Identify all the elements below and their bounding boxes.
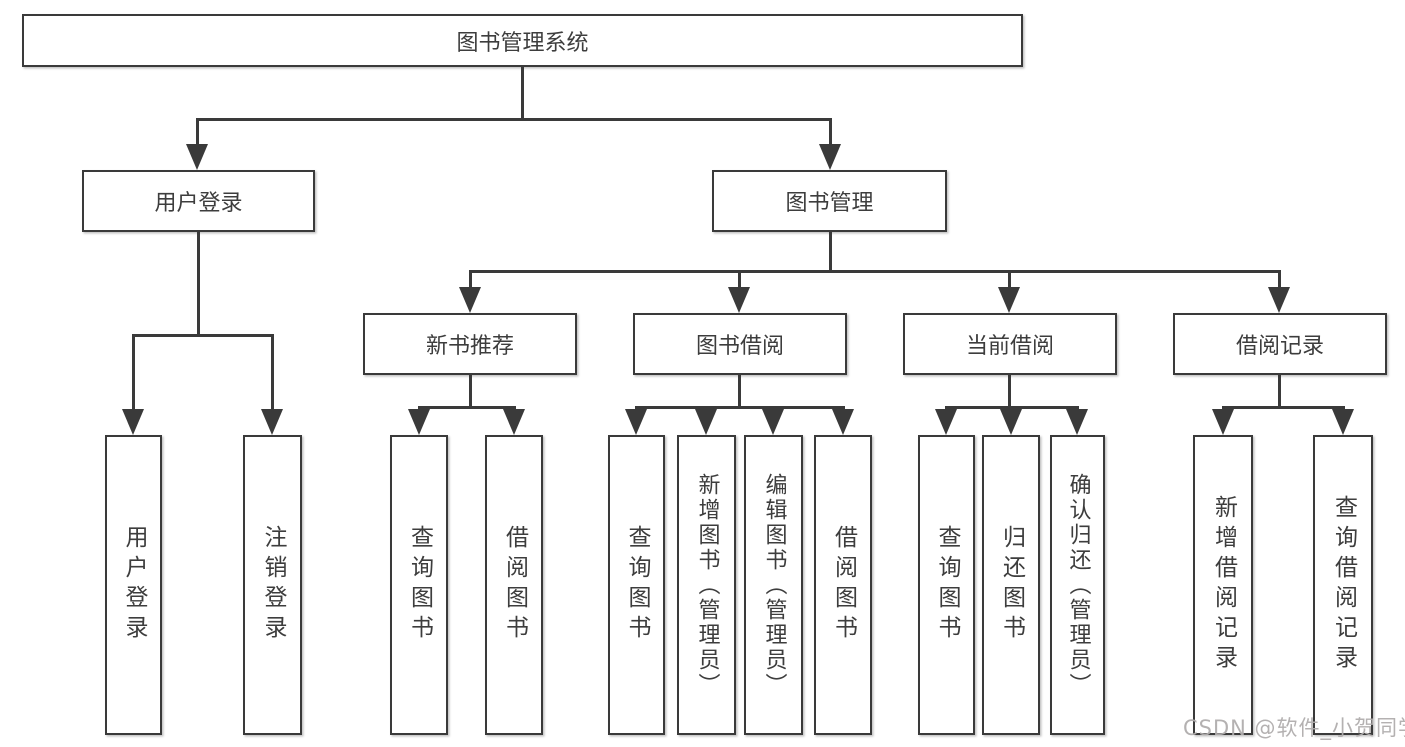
arrowhead-to-user-login [186,144,208,170]
connector-root-stub-left [196,118,199,146]
node-label: 图书管理 [785,191,874,216]
connector-recommend-vline [469,375,472,408]
arrowhead-to-leaf-confirm-return [1066,409,1088,435]
node-label: 用户登录 [154,191,243,216]
node-label: 查询图书 [406,525,433,645]
arrowhead-to-leaf-return-books [1000,409,1022,435]
leaf-query-books-borrowing: 查询图书 [608,435,665,735]
node-label: 查询图书 [624,525,650,645]
arrowhead-to-leaf-add-books [695,409,717,435]
node-library-management-system: 图书管理系统 [22,14,1023,67]
node-label: 新增图书（管理员） [694,472,720,698]
arrowhead-to-leaf-query-books-borrowing [625,409,647,435]
connector-bookmgmt-hline [469,270,1281,273]
connector-records-hline [1222,406,1344,409]
node-label: 查询图书 [934,525,960,645]
node-current-borrowing: 当前借阅 [903,313,1117,375]
node-label: 借阅图书 [501,525,528,645]
arrowhead-to-leaf-logout [261,409,283,435]
node-label: 用户登录 [121,525,147,645]
connector-borrowing-hline [635,406,844,409]
connector-bookmgmt-stub4 [1278,270,1281,289]
connector-recommend-hline [418,406,515,409]
connector-userlogin-stub2 [271,334,274,411]
leaf-logout: 注销登录 [243,435,302,735]
node-user-login: 用户登录 [82,170,315,232]
arrowhead-to-leaf-borrow-books [832,409,854,435]
node-label: 新增借阅记录 [1210,495,1237,675]
arrowhead-to-leaf-edit-books [762,409,784,435]
node-label: 查询借阅记录 [1330,495,1357,675]
node-book-management: 图书管理 [712,170,947,232]
arrowhead-to-leaf-add-borrow-record [1212,409,1234,435]
node-label: 确认归还（管理员） [1065,472,1091,698]
node-label: 图书借阅 [695,334,784,359]
connector-userlogin-stub1 [132,334,135,411]
arrowhead-to-borrowing-records [1268,287,1290,313]
leaf-edit-books-admin: 编辑图书（管理员） [744,435,803,735]
leaf-query-borrow-record: 查询借阅记录 [1313,435,1373,735]
connector-records-vline [1278,375,1281,408]
node-new-book-recommendation: 新书推荐 [363,313,577,375]
connector-bookmgmt-stub1 [469,270,472,289]
csdn-watermark: CSDN @软件_小贺同学 [1183,716,1405,740]
arrowhead-to-new-book-recommendation [459,287,481,313]
arrowhead-to-leaf-user-login [122,409,144,435]
node-borrowing-records: 借阅记录 [1173,313,1387,375]
leaf-borrow-books-recommend: 借阅图书 [485,435,543,735]
arrowhead-to-leaf-query-books-current [935,409,957,435]
connector-root-vline [521,67,524,120]
leaf-add-books-admin: 新增图书（管理员） [677,435,736,735]
arrowhead-to-leaf-query-books-recommend [408,409,430,435]
connector-bookmgmt-stub3 [1008,270,1011,289]
connector-borrowing-vline [738,375,741,408]
connector-root-hline [196,118,832,121]
connector-bookmgmt-stub2 [738,270,741,289]
node-label: 新书推荐 [425,334,514,359]
node-label: 当前借阅 [965,334,1054,359]
arrowhead-to-leaf-borrow-books-recommend [503,409,525,435]
connector-current-vline [1008,375,1011,408]
node-label: 归还图书 [998,525,1025,645]
leaf-add-borrow-record: 新增借阅记录 [1193,435,1253,735]
leaf-user-login: 用户登录 [105,435,162,735]
leaf-query-books-recommend: 查询图书 [390,435,448,735]
node-book-borrowing: 图书借阅 [633,313,847,375]
node-label: 编辑图书（管理员） [761,472,787,698]
leaf-query-books-current: 查询图书 [918,435,975,735]
node-label: 图书管理系统 [456,30,589,56]
connector-bookmgmt-vline [829,232,832,272]
arrowhead-to-book-management [819,144,841,170]
leaf-confirm-return-admin: 确认归还（管理员） [1050,435,1105,735]
arrowhead-to-leaf-query-borrow-record [1332,409,1354,435]
connector-userlogin-hline [133,334,274,337]
connector-userlogin-vline [197,232,200,336]
arrowhead-to-book-borrowing [728,287,750,313]
node-label: 借阅记录 [1235,334,1324,359]
leaf-return-books: 归还图书 [982,435,1040,735]
arrowhead-to-current-borrowing [998,287,1020,313]
leaf-borrow-books: 借阅图书 [814,435,872,735]
node-label: 借阅图书 [830,525,857,645]
node-label: 注销登录 [260,525,286,645]
connector-root-stub-right [829,118,832,146]
